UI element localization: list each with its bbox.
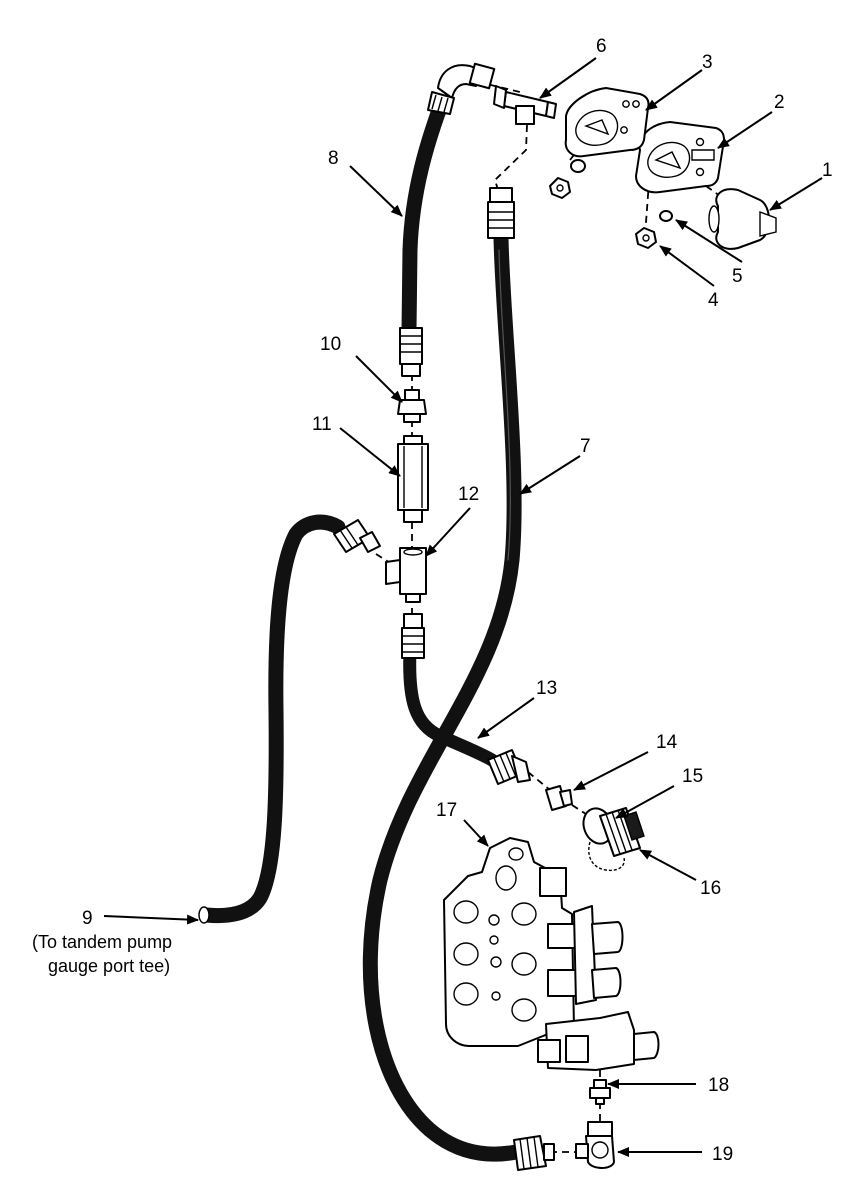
hose-13-upper-fitting (401, 613, 425, 659)
callout-12: 12 (458, 484, 479, 505)
hose-8 (401, 94, 450, 338)
callout-19: 19 (712, 1144, 733, 1165)
part-17-control-valve (443, 837, 660, 1071)
hose-7-upper-fitting (487, 187, 515, 239)
part-18-fitting (589, 1079, 611, 1105)
bracket-3-lock-washer (570, 159, 586, 173)
part-4-nut (635, 227, 657, 249)
callout-9: 9 (82, 908, 93, 929)
callout-17: 17 (436, 800, 457, 821)
part-1-gauge-sender (708, 188, 777, 250)
callout-11: 11 (312, 414, 332, 435)
note-9-line-2: gauge port tee) (48, 956, 170, 976)
hose-13-end-fitting (487, 749, 531, 785)
leader-lines (103, 57, 823, 1157)
callout-6: 6 (596, 36, 607, 57)
callout-16: 16 (700, 878, 721, 899)
part-10-adapter (397, 389, 427, 423)
callout-7: 7 (580, 436, 591, 457)
hose-9-fitting (333, 519, 381, 553)
callout-labels: 1 2 3 4 5 6 7 8 9 10 11 12 13 14 15 16 1… (82, 36, 833, 1165)
part-2-mounting-bracket (635, 121, 725, 194)
callout-5: 5 (732, 266, 743, 287)
part-5-lock-washer (659, 210, 673, 222)
hose-9 (198, 514, 346, 924)
callout-15: 15 (682, 766, 703, 787)
callout-18: 18 (708, 1075, 729, 1096)
hose-8-elbow-fitting (427, 62, 496, 115)
callout-2: 2 (774, 92, 785, 113)
part-19-elbow (575, 1121, 615, 1169)
callout-8: 8 (328, 148, 339, 169)
callout-4: 4 (708, 290, 719, 311)
hose-8-lower-fitting (399, 327, 423, 377)
hose-7 (362, 230, 524, 1162)
callout-10: 10 (320, 334, 341, 355)
note-9-line-1: (To tandem pump (32, 932, 172, 952)
note-9: (To tandem pump gauge port tee) (32, 932, 172, 976)
bracket-3-nut (549, 177, 571, 199)
callout-14: 14 (656, 732, 678, 753)
callout-13: 13 (536, 678, 557, 699)
part-6-tee-fitting (493, 85, 557, 125)
part-14-adapter (545, 785, 573, 811)
part-15-dust-cap (582, 807, 625, 872)
part-12-tee-fitting (385, 547, 427, 603)
callout-1: 1 (822, 160, 833, 181)
part-11-inline-filter (397, 435, 429, 523)
hose-7-lower-fitting (513, 1135, 555, 1171)
part-3-mounting-bracket (564, 87, 650, 158)
hose-13 (403, 643, 499, 767)
callout-3: 3 (702, 52, 713, 73)
